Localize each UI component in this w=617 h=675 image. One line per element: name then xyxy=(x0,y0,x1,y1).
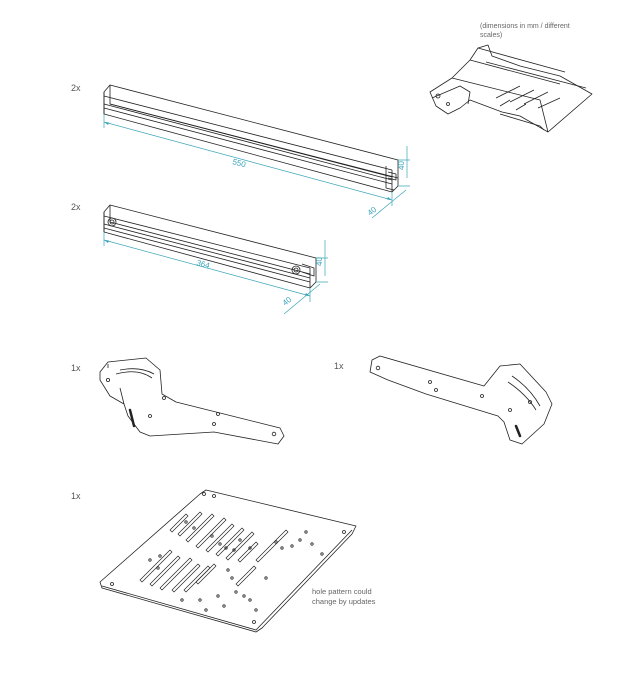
qty-bracket-left: 1x xyxy=(71,363,81,373)
short-profile-drawing xyxy=(103,204,317,289)
qty-bracket-right: 1x xyxy=(334,361,344,371)
dim-line-long-width xyxy=(371,189,407,219)
hole-pattern-note: hole pattern could change by updates xyxy=(312,587,375,607)
hole-note-line2: change by updates xyxy=(312,597,376,606)
dim-line-short-width xyxy=(283,283,321,315)
bracket-left-drawing xyxy=(99,357,285,445)
qty-short-profile: 2x xyxy=(71,202,81,212)
assembled-rig-illustration xyxy=(429,44,593,133)
dim-long-height: 40 xyxy=(397,161,406,170)
scale-note: (dimensions in mm / different scales) xyxy=(480,23,570,39)
dim-long-width: 40 xyxy=(366,205,379,218)
dim-line-short-length xyxy=(103,239,311,297)
long-profile-drawing xyxy=(103,84,399,193)
dim-short-width: 40 xyxy=(281,295,294,308)
bracket-right-drawing xyxy=(369,355,553,445)
hole-note-line1: hole pattern could xyxy=(312,587,372,596)
dim-short-length: 364 xyxy=(195,258,211,270)
dim-short-height: 40 xyxy=(315,257,324,266)
qty-base-plate: 1x xyxy=(71,491,81,501)
dim-line-long-length xyxy=(103,121,393,201)
dim-long-length: 550 xyxy=(231,157,247,169)
qty-long-profile: 2x xyxy=(71,83,81,93)
base-plate-drawing xyxy=(99,489,357,633)
